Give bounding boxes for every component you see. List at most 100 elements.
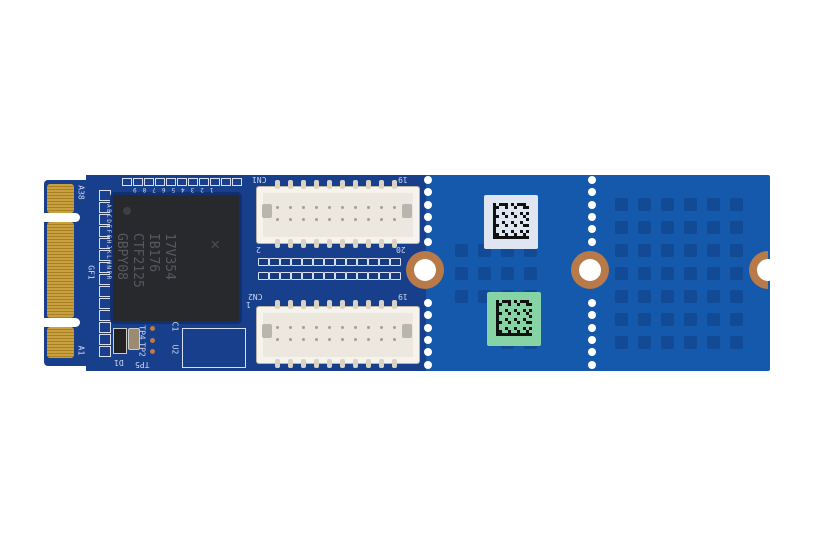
- smd-pad: [99, 274, 111, 285]
- resistor: [280, 272, 291, 280]
- board-end-notch: [770, 250, 782, 290]
- connector-pin: [340, 359, 345, 368]
- connector-pin: [327, 180, 332, 189]
- datamatrix-module: [496, 300, 499, 303]
- resistor: [302, 258, 313, 266]
- resistor: [324, 272, 335, 280]
- connector-pin: [275, 359, 280, 368]
- datamatrix-module: [526, 330, 529, 333]
- contact-hole: [289, 326, 292, 329]
- mask-square: [707, 198, 720, 211]
- contact-hole: [341, 326, 344, 329]
- mask-square: [730, 336, 743, 349]
- smd-pad: [166, 178, 176, 186]
- mask-square: [638, 221, 651, 234]
- connector-pin: [301, 300, 306, 309]
- smd-pad: [99, 322, 111, 333]
- datamatrix-module: [496, 333, 499, 336]
- datamatrix-module: [511, 203, 514, 206]
- datamatrix-module: [523, 224, 526, 227]
- perforation-hole: [588, 360, 596, 369]
- datamatrix-module: [520, 230, 523, 233]
- contact-hole: [341, 338, 344, 341]
- datamatrix-module: [520, 236, 523, 239]
- test-point: [150, 338, 155, 343]
- datamatrix-module: [526, 206, 529, 209]
- datamatrix-module: [517, 321, 520, 324]
- datamatrix-module: [496, 236, 499, 239]
- silk-pin20-cn1: 20: [396, 245, 406, 254]
- datamatrix-module: [520, 300, 523, 303]
- mask-square: [615, 221, 628, 234]
- datamatrix-module: [511, 230, 514, 233]
- contact-hole: [354, 206, 357, 209]
- mask-square: [707, 267, 720, 280]
- contact-hole: [302, 218, 305, 221]
- datamatrix-module: [508, 321, 511, 324]
- datamatrix-module: [496, 224, 499, 227]
- contact-hole: [328, 338, 331, 341]
- contact-hole: [328, 326, 331, 329]
- datamatrix-module: [502, 221, 505, 224]
- datamatrix-module: [508, 303, 511, 306]
- datamatrix-module: [499, 303, 502, 306]
- smd-pad: [199, 178, 209, 186]
- contact-hole: [276, 326, 279, 329]
- perforation-hole: [424, 335, 432, 344]
- datamatrix-module: [514, 224, 517, 227]
- smd-pad: [99, 334, 111, 345]
- connector-pin: [366, 239, 371, 248]
- datamatrix-module: [523, 309, 526, 312]
- datamatrix-module: [511, 221, 514, 224]
- mask-square: [730, 290, 743, 303]
- datamatrix-module: [523, 318, 526, 321]
- test-point: [150, 349, 155, 354]
- connector-pin: [392, 300, 397, 309]
- connector-pin: [327, 359, 332, 368]
- perforation-hole: [588, 237, 596, 246]
- mask-square: [638, 267, 651, 280]
- mask-square: [524, 267, 537, 280]
- datamatrix-module: [493, 227, 496, 230]
- datamatrix-module: [526, 312, 529, 315]
- perforation-hole: [424, 225, 432, 234]
- resistor: [390, 272, 401, 280]
- resistor: [324, 258, 335, 266]
- datamatrix-module: [523, 206, 526, 209]
- contact-hole: [341, 206, 344, 209]
- contact-hole: [302, 338, 305, 341]
- mask-square: [615, 244, 628, 257]
- contact-hole: [315, 338, 318, 341]
- contact-hole: [380, 218, 383, 221]
- contact-hole: [367, 326, 370, 329]
- contact-hole: [302, 326, 305, 329]
- controller-chip: ✕ 17V354 IB176 CTF2125 GBPY08: [113, 195, 239, 321]
- datamatrix-module: [496, 318, 499, 321]
- smd-pad: [155, 178, 165, 186]
- resistor: [379, 258, 390, 266]
- resistor: [302, 272, 313, 280]
- mask-square: [455, 244, 468, 257]
- datamatrix-module: [508, 300, 511, 303]
- datamatrix-module: [493, 209, 496, 212]
- mask-square: [684, 244, 697, 257]
- mask-square: [661, 313, 674, 326]
- mask-square: [661, 244, 674, 257]
- smd-pad: [99, 190, 111, 201]
- connector-pin: [392, 359, 397, 368]
- perforation-hole: [588, 176, 596, 184]
- mask-square: [501, 267, 514, 280]
- datamatrix-module: [517, 236, 520, 239]
- datamatrix-module: [526, 333, 529, 336]
- mask-square: [638, 313, 651, 326]
- smd-pad: [99, 346, 111, 357]
- connector-pin: [301, 180, 306, 189]
- latch: [402, 324, 412, 338]
- datamatrix-module: [526, 212, 529, 215]
- datamatrix-module: [526, 236, 529, 239]
- datamatrix-module: [517, 312, 520, 315]
- datamatrix-module: [529, 333, 532, 336]
- smd-pad: [144, 178, 154, 186]
- contact-hole: [341, 218, 344, 221]
- datamatrix-module: [496, 330, 499, 333]
